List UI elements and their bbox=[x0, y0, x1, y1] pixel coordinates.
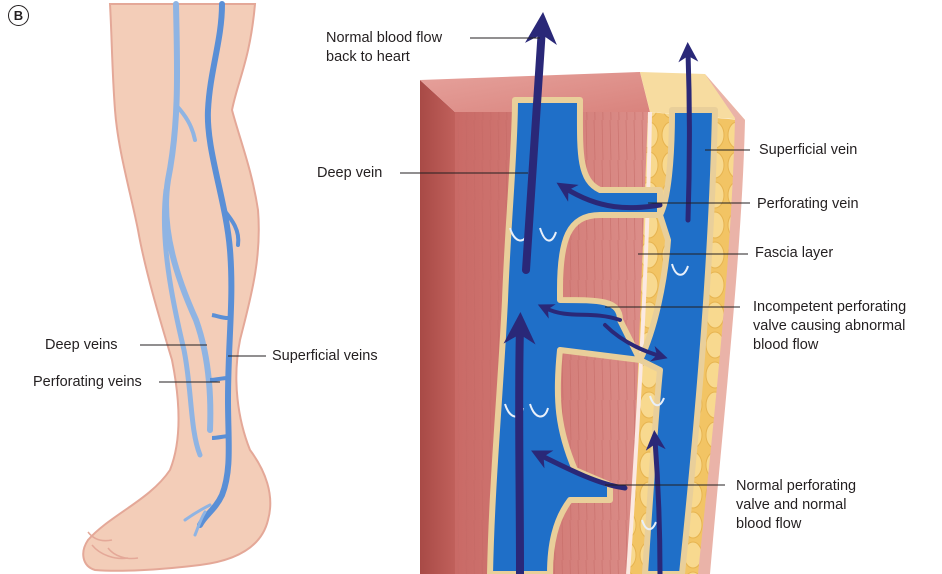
label-superficial-vein: Superficial vein bbox=[759, 142, 858, 158]
label-normal-blood-flow: Normal blood flow back to heart bbox=[326, 30, 443, 65]
leg-skin bbox=[82, 3, 272, 572]
deep-vein-branch bbox=[174, 103, 197, 142]
arrow-superficial-up bbox=[678, 42, 699, 223]
label-deep-vein: Deep vein bbox=[317, 165, 383, 181]
valve bbox=[641, 519, 657, 531]
superficial-vein-path bbox=[197, 1, 235, 528]
arrow-incompetent-right bbox=[603, 323, 668, 362]
tissue-cross-section bbox=[420, 12, 745, 574]
panel-label-badge: B bbox=[8, 5, 29, 26]
arrow-normal-perforating bbox=[531, 450, 628, 491]
arrow-deep-up-main bbox=[522, 12, 557, 274]
perforating-vein-3 bbox=[211, 434, 231, 440]
valve bbox=[649, 395, 665, 407]
label-perforating-veins: Perforating veins bbox=[33, 374, 142, 390]
muscle-side-face bbox=[420, 80, 455, 574]
flow-arrows bbox=[503, 12, 699, 574]
fascia-line bbox=[626, 111, 652, 574]
leader-lines bbox=[140, 37, 750, 486]
label-normal-valve: Normal perforating valve and normal bloo… bbox=[736, 478, 857, 532]
perforating-vein-1 bbox=[211, 313, 229, 320]
leg-illustration bbox=[82, 1, 272, 572]
label-superficial-veins: Superficial veins bbox=[272, 348, 378, 364]
label-deep-veins: Deep veins bbox=[45, 337, 118, 353]
deep-vein-2 bbox=[161, 187, 203, 458]
superficial-vein-branch bbox=[222, 208, 241, 247]
fat-top-face bbox=[640, 72, 745, 120]
deep-vein-path bbox=[163, 1, 214, 433]
valve bbox=[539, 227, 557, 242]
valve bbox=[529, 403, 549, 418]
dermis-layer bbox=[698, 74, 745, 574]
arrow-perforating-top bbox=[556, 182, 663, 211]
perforating-vein-2 bbox=[209, 376, 229, 382]
arrow-superficial-lower bbox=[645, 430, 666, 574]
valve bbox=[671, 263, 689, 276]
arrow-incompetent-left bbox=[537, 304, 622, 322]
arrow-deep-lower bbox=[503, 312, 536, 574]
leg-toes bbox=[87, 531, 139, 560]
label-perforating-vein: Perforating vein bbox=[757, 196, 859, 212]
label-incompetent-valve: Incompetent perforating valve causing ab… bbox=[753, 299, 907, 353]
foot-vein-branch bbox=[183, 503, 212, 537]
label-fascia-layer: Fascia layer bbox=[755, 245, 834, 261]
